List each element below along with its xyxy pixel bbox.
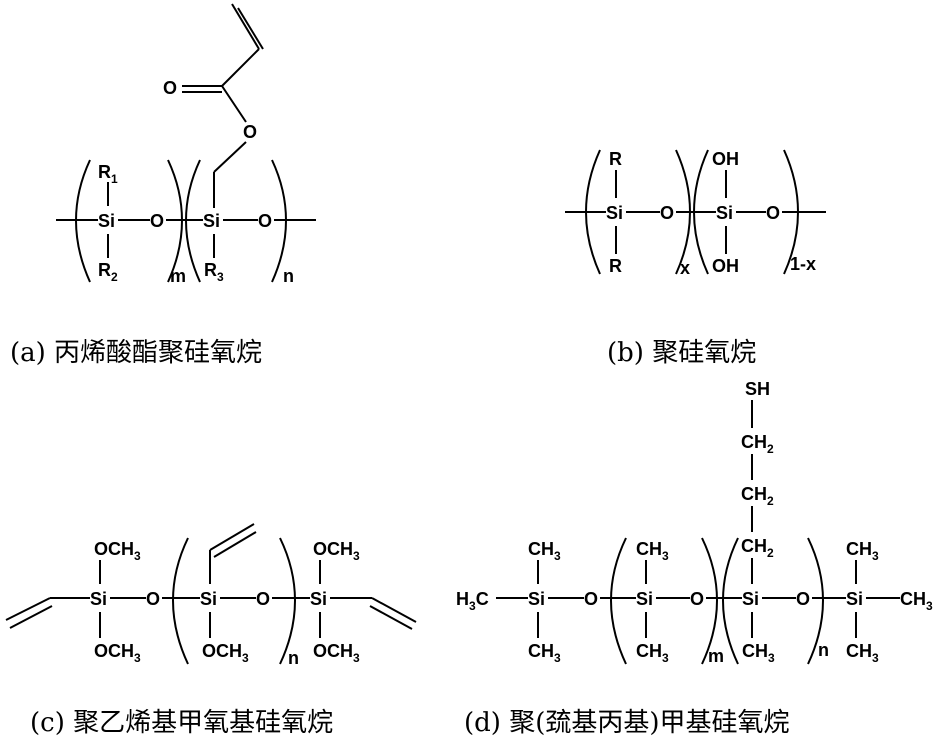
- methyl-label: CH3: [528, 641, 561, 665]
- right-parenthesis: [271, 159, 287, 283]
- methoxy-label: OCH3: [94, 539, 141, 563]
- methyl-label: CH3: [846, 539, 879, 563]
- si-atom-label: Si: [90, 589, 107, 609]
- left-parenthesis: [722, 537, 739, 665]
- methyl-label: CH3: [742, 641, 775, 665]
- left-parenthesis: [610, 537, 627, 665]
- methylene-label: CH2: [741, 484, 774, 508]
- right-parenthesis: [701, 537, 718, 665]
- right-parenthesis: [167, 159, 183, 283]
- methyl-label: CH3: [528, 539, 561, 563]
- oxygen-label: O: [258, 211, 272, 231]
- methoxy-label: OCH3: [313, 641, 360, 665]
- si-atom-label: Si: [716, 203, 733, 223]
- r2-label: R2: [98, 260, 118, 284]
- carbonyl-oxygen-label: O: [163, 78, 177, 98]
- oxygen-label: O: [584, 589, 598, 609]
- methylene-label: CH2: [741, 432, 774, 456]
- subscript-x: x: [680, 258, 690, 278]
- oxygen-label: O: [146, 589, 160, 609]
- hydroxyl-label: OH: [712, 149, 739, 169]
- right-parenthesis: [279, 537, 296, 665]
- left-parenthesis: [75, 159, 91, 283]
- subscript-n: n: [818, 640, 829, 660]
- thiol-label: SH: [745, 379, 770, 399]
- subscript-1-minus-x: 1-x: [790, 254, 816, 274]
- subscript-n: n: [283, 266, 294, 286]
- left-parenthesis: [585, 149, 601, 275]
- left-parenthesis: [172, 537, 189, 665]
- terminal-methyl-label: H3C: [456, 589, 489, 613]
- si-atom-label: Si: [606, 203, 623, 223]
- left-parenthesis: [185, 159, 201, 283]
- oxygen-label: O: [690, 589, 704, 609]
- oxygen-label: O: [256, 589, 270, 609]
- methyl-label: CH3: [636, 641, 669, 665]
- methoxy-label: OCH3: [313, 539, 360, 563]
- oxygen-label: O: [660, 203, 674, 223]
- si-atom-label: Si: [310, 589, 327, 609]
- oxygen-label: O: [150, 211, 164, 231]
- caption-a: (a) 丙烯酸酯聚硅氧烷: [10, 338, 262, 368]
- caption-d: (d) 聚(巯基丙基)甲基硅氧烷: [464, 708, 789, 738]
- right-parenthesis: [783, 149, 799, 275]
- methyl-label: CH3: [846, 641, 879, 665]
- r-label: R: [609, 149, 622, 169]
- subscript-m: m: [170, 266, 186, 286]
- right-parenthesis: [807, 537, 824, 665]
- oxygen-label: O: [766, 203, 780, 223]
- methylene-label: CH2: [741, 536, 774, 560]
- structure-b-polysiloxane: Si O Si O R R OH OH x 1-x: [565, 149, 826, 278]
- methyl-label: CH3: [900, 589, 933, 613]
- oxygen-label: O: [796, 589, 810, 609]
- subscript-m: m: [708, 646, 724, 666]
- si-atom-label: Si: [846, 589, 863, 609]
- methoxy-label: OCH3: [94, 641, 141, 665]
- r3-label: R3: [204, 260, 224, 284]
- si-atom-label: Si: [742, 589, 759, 609]
- si-atom-label: Si: [636, 589, 653, 609]
- structure-a-acrylate-polysiloxane: O O Si O Si O R1 R2 R3 m n: [56, 3, 316, 286]
- structure-d-polymercaptopropylmethylsiloxane: SH CH2 CH2 CH2 H3C Si O Si O Si O Si CH3: [456, 379, 933, 666]
- methyl-label: CH3: [636, 539, 669, 563]
- methoxy-label: OCH3: [202, 641, 249, 665]
- r-label: R: [609, 256, 622, 276]
- right-parenthesis: [675, 149, 691, 275]
- caption-c: (c) 聚乙烯基甲氧基硅氧烷: [30, 708, 333, 738]
- structure-c-polyvinylmethoxysiloxane: Si O Si O Si OCH3 OCH3 OCH3 OCH3 OCH3 n: [5, 523, 417, 668]
- si-atom-label: Si: [203, 211, 220, 231]
- si-atom-label: Si: [98, 211, 115, 231]
- r1-label: R1: [98, 162, 118, 186]
- hydroxyl-label: OH: [712, 256, 739, 276]
- subscript-n: n: [288, 648, 299, 668]
- left-parenthesis: [693, 149, 709, 275]
- caption-b: (b) 聚硅氧烷: [607, 338, 756, 368]
- si-atom-label: Si: [200, 589, 217, 609]
- ester-oxygen-label: O: [243, 122, 257, 142]
- si-atom-label: Si: [528, 589, 545, 609]
